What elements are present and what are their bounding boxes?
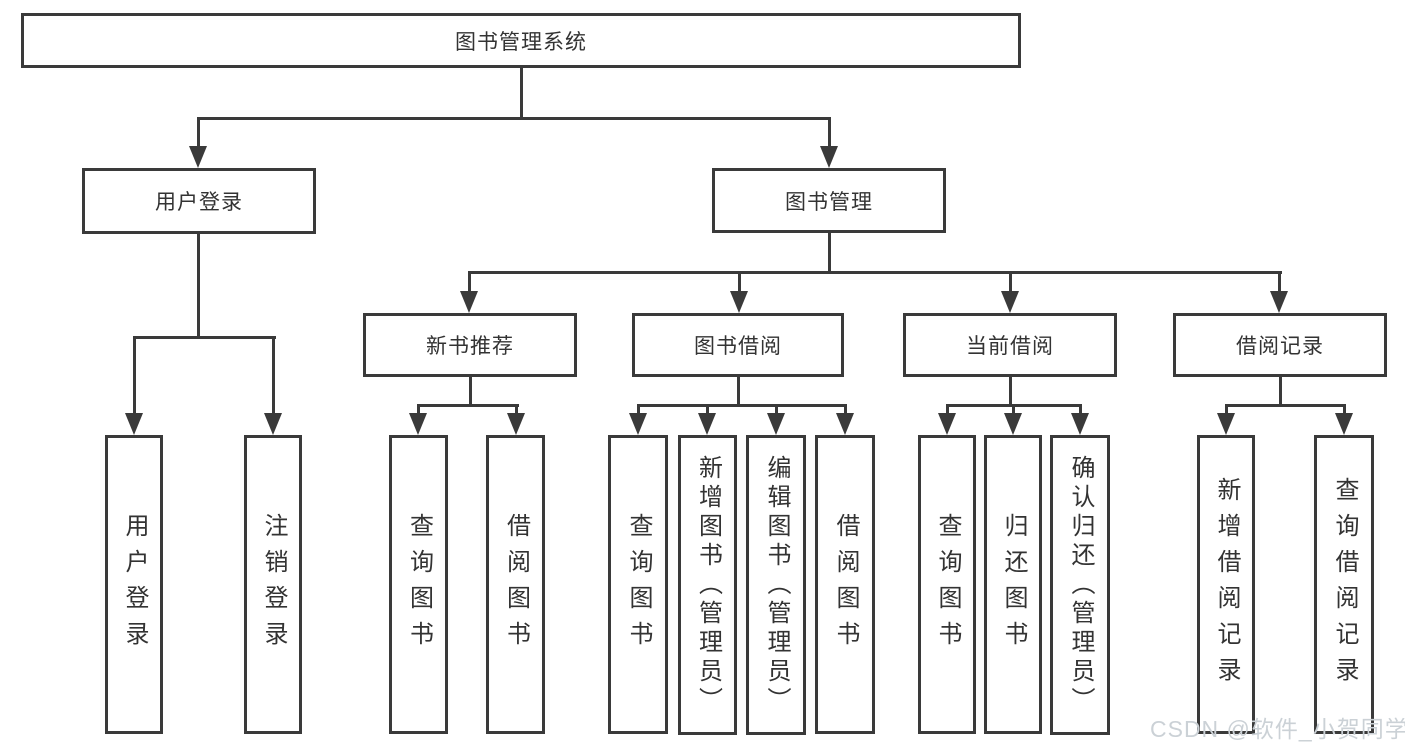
node-borrowing-records: 借阅记录 (1173, 313, 1387, 377)
connector-leaf-stem (1343, 404, 1346, 416)
connector-leaf-stem (706, 404, 709, 416)
arrow-down-icon (1217, 413, 1235, 435)
connector-borrowing-records-stem2 (1279, 375, 1282, 407)
connector-to-new-book-stem (468, 271, 471, 294)
arrow-down-icon (409, 413, 427, 435)
connector-to-borrowing-records-stem (1278, 271, 1281, 294)
arrow-down-icon (507, 413, 525, 435)
connector-borrowing-records-hline (1225, 404, 1346, 407)
connector-to-book-borrowing-stem (738, 271, 741, 294)
node-new-book-recommend: 新书推荐 (363, 313, 577, 377)
node-book-management: 图书管理 (712, 168, 946, 233)
node-leaf-user-login-label: 用户登录 (121, 512, 148, 657)
connector-to-current-borrowing-stem (1009, 271, 1012, 294)
node-new-book-recommend-label: 新书推荐 (426, 335, 514, 358)
node-leaf-borrow-books-recommend: 借阅图书 (486, 435, 545, 734)
node-book-borrowing-label: 图书借阅 (694, 335, 782, 358)
node-user-login-label: 用户登录 (155, 191, 243, 214)
node-root-label: 图书管理系统 (455, 30, 587, 54)
connector-user-login-hline (133, 336, 276, 339)
arrow-down-icon (1335, 413, 1353, 435)
connector-leaf-stem (1012, 404, 1015, 416)
node-leaf-add-books-admin: 新增图书（管理员） (678, 435, 737, 735)
node-borrowing-records-label: 借阅记录 (1236, 335, 1324, 358)
arrow-down-icon (698, 413, 716, 435)
connector-new-book-hline (417, 404, 519, 407)
node-root: 图书管理系统 (21, 13, 1021, 68)
node-leaf-query-books-borrowing: 查询图书 (608, 435, 668, 734)
csdn-watermark: CSDN @软件_小贺同学 (1150, 716, 1405, 742)
connector-to-book-management-stem (828, 117, 831, 149)
node-leaf-label: 借阅图书 (502, 512, 530, 657)
node-leaf-logout-label: 注销登录 (260, 512, 287, 657)
arrow-down-icon (767, 413, 785, 435)
connector-user-login-stem (197, 232, 200, 339)
connector-book-management-hline (468, 271, 1282, 274)
connector-book-borrowing-hline (637, 404, 847, 407)
connector-leaf-stem (417, 404, 420, 416)
node-current-borrowing: 当前借阅 (903, 313, 1117, 377)
arrow-down-icon (1071, 413, 1089, 435)
connector-leaf-stem (844, 404, 847, 416)
node-user-login: 用户登录 (82, 168, 316, 234)
arrow-down-icon (820, 146, 838, 168)
node-leaf-borrow-books-borrowing: 借阅图书 (815, 435, 875, 734)
connector-new-book-stem (469, 375, 472, 407)
node-leaf-label: 查询借阅记录 (1331, 476, 1358, 693)
node-book-management-label: 图书管理 (785, 190, 873, 214)
node-leaf-label: 查询图书 (625, 512, 652, 657)
node-leaf-label: 归还图书 (1000, 512, 1027, 657)
arrow-down-icon (730, 291, 748, 313)
arrow-down-icon (1270, 291, 1288, 313)
connector-leaf-stem (1079, 404, 1082, 416)
node-book-borrowing: 图书借阅 (632, 313, 844, 377)
node-leaf-label: 借阅图书 (832, 512, 859, 657)
connector-to-leaf-user-login-stem (133, 336, 136, 416)
arrow-down-icon (125, 413, 143, 435)
connector-leaf-stem (946, 404, 949, 416)
node-leaf-return-books: 归还图书 (984, 435, 1042, 734)
arrow-down-icon (938, 413, 956, 435)
connector-to-leaf-logout-stem (272, 336, 275, 416)
connector-to-user-login-stem (197, 117, 200, 149)
arrow-down-icon (629, 413, 647, 435)
connector-leaf-stem (515, 404, 518, 416)
connector-current-borrowing-stem2 (1009, 375, 1012, 407)
node-leaf-label: 新增图书（管理员） (694, 454, 722, 716)
node-leaf-label: 编辑图书（管理员） (763, 454, 790, 716)
arrow-down-icon (460, 291, 478, 313)
connector-book-borrowing-stem2 (737, 375, 740, 407)
node-leaf-query-borrow-record: 查询借阅记录 (1314, 435, 1374, 734)
connector-leaf-stem (775, 404, 778, 416)
arrow-down-icon (1001, 291, 1019, 313)
arrow-down-icon (264, 413, 282, 435)
connector-root-stem (520, 66, 523, 120)
node-leaf-edit-books-admin: 编辑图书（管理员） (746, 435, 806, 735)
connector-leaf-stem (1225, 404, 1228, 416)
node-current-borrowing-label: 当前借阅 (966, 335, 1054, 358)
arrow-down-icon (1004, 413, 1022, 435)
node-leaf-logout: 注销登录 (244, 435, 302, 734)
connector-book-management-stem (828, 231, 831, 274)
node-leaf-label: 新增借阅记录 (1213, 476, 1240, 693)
node-leaf-query-books-current: 查询图书 (918, 435, 976, 734)
node-leaf-add-borrow-record: 新增借阅记录 (1197, 435, 1255, 734)
connector-leaf-stem (637, 404, 640, 416)
node-leaf-label: 查询图书 (405, 512, 433, 657)
arrow-down-icon (189, 146, 207, 168)
arrow-down-icon (836, 413, 854, 435)
node-leaf-user-login: 用户登录 (105, 435, 163, 734)
node-leaf-label: 确认归还（管理员） (1067, 454, 1094, 716)
node-leaf-query-books-recommend: 查询图书 (389, 435, 448, 734)
node-leaf-confirm-return-admin: 确认归还（管理员） (1050, 435, 1110, 735)
connector-root-hline (197, 117, 831, 120)
node-leaf-label: 查询图书 (934, 512, 961, 657)
